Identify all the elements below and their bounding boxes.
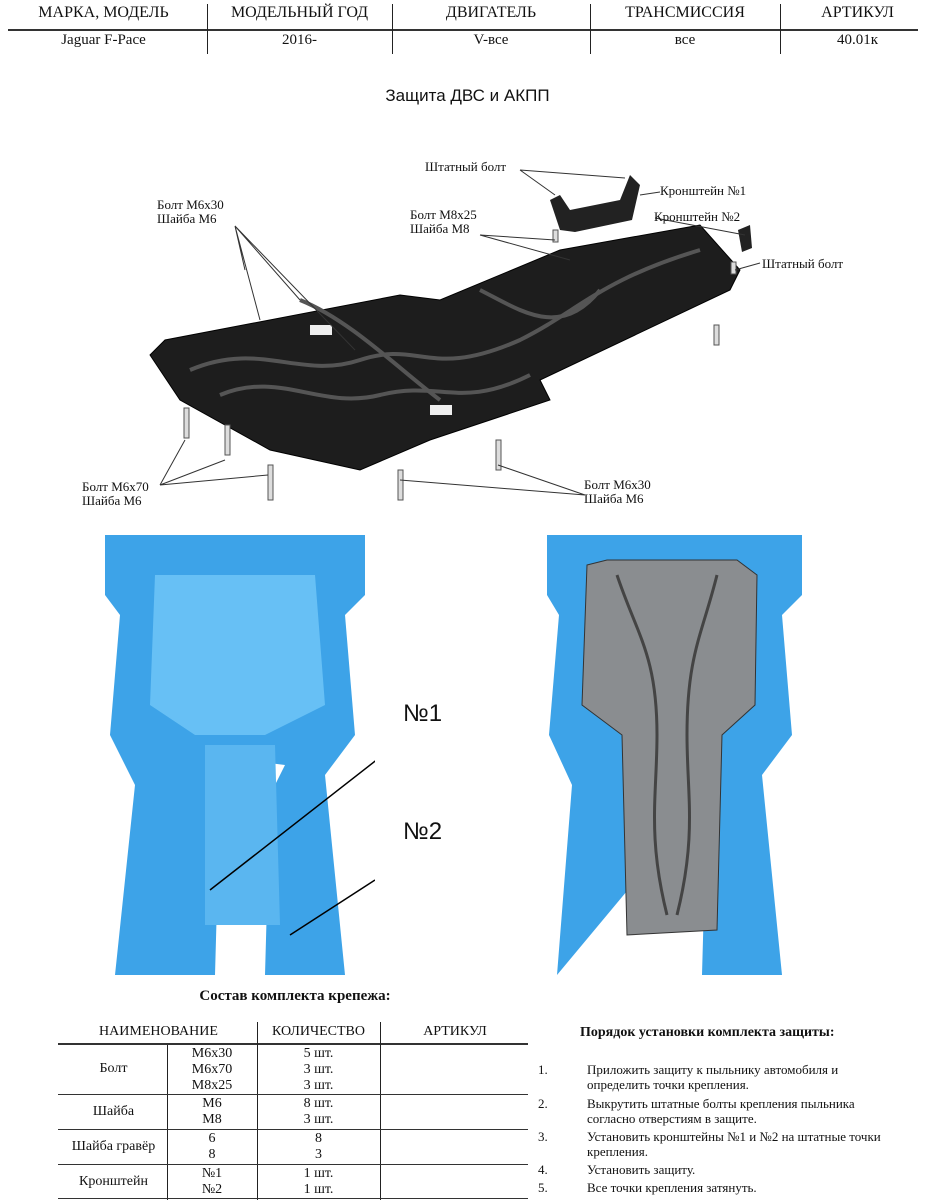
header-name: НАИМЕНОВАНИЕ (99, 1024, 218, 1039)
label-bolt-m6x30: Болт М6х30 (584, 477, 651, 492)
row-qty: 8 шт. (303, 1096, 334, 1111)
header-make-model: МАРКА, МОДЕЛЬ (38, 4, 169, 21)
label-bracket-2-marker: №2 (403, 818, 443, 845)
header-engine: ДВИГАТЕЛЬ (445, 4, 537, 21)
divider (780, 4, 781, 54)
install-title: Порядок установки комплекта защиты: (580, 1025, 835, 1040)
header-article: АРТИКУЛ (821, 4, 894, 21)
label-washer-m6: Шайба М6 (584, 491, 644, 506)
step-number: 4. (538, 1162, 548, 1177)
row-qty: 3 шт. (303, 1062, 334, 1077)
row-qty: 8 (315, 1131, 322, 1146)
row-size: №2 (201, 1182, 223, 1197)
label-washer-m8: Шайба М8 (410, 221, 470, 236)
row-name: Болт (99, 1061, 128, 1076)
header-model-year: МОДЕЛЬНЫЙ ГОД (230, 4, 369, 21)
page-title: Защита ДВС и АКПП (385, 86, 550, 105)
label-bracket-1: Кронштейн №1 (660, 183, 747, 198)
divider (58, 1094, 528, 1095)
row-name: Шайба гравёр (71, 1139, 156, 1154)
row-qty: 1 шт. (303, 1182, 334, 1197)
row-qty: 3 шт. (303, 1078, 334, 1093)
value-transmission: все (674, 32, 696, 48)
step-number: 1. (538, 1062, 548, 1077)
divider (257, 1022, 258, 1200)
step-text: Приложить защиту к пыльнику автомобиля и… (587, 1062, 839, 1092)
row-name: Шайба (92, 1104, 135, 1119)
exploded-diagram (149, 169, 761, 501)
row-size: 8 (208, 1147, 216, 1162)
row-qty: 5 шт. (303, 1046, 334, 1061)
vehicle-underbody-image-installed (547, 535, 802, 975)
label-stock-bolt: Штатный болт (762, 256, 844, 271)
row-qty: 3 шт. (303, 1112, 334, 1127)
label-washer-m6: Шайба М6 (157, 211, 217, 226)
value-engine: V-все (473, 32, 509, 48)
row-size: 6 (208, 1131, 216, 1146)
row-size: М6 (202, 1096, 222, 1111)
row-qty: 1 шт. (303, 1166, 334, 1181)
header-transmission: ТРАНСМИССИЯ (625, 4, 745, 21)
divider (380, 1022, 381, 1200)
label-bracket-2: Кронштейн №2 (654, 209, 741, 224)
divider (58, 1198, 528, 1199)
row-size: №1 (201, 1166, 223, 1181)
row-size: М8 (202, 1112, 222, 1127)
step-text: Все точки крепления затянуть. (587, 1180, 757, 1195)
divider (8, 29, 918, 31)
step-number: 2. (538, 1096, 548, 1111)
value-article: 40.01к (836, 32, 879, 48)
value-make-model: Jaguar F-Pace (61, 32, 146, 48)
step-text: Выкрутить штатные болты крепления пыльни… (587, 1096, 855, 1126)
row-name: Кронштейн (79, 1174, 148, 1189)
label-bolt-m6x30: Болт М6х30 (157, 197, 224, 212)
step-text: Установить защиту. (587, 1162, 696, 1177)
divider (58, 1129, 528, 1130)
divider (167, 1045, 168, 1200)
row-size: М6х70 (191, 1062, 233, 1077)
row-qty: 3 (315, 1147, 322, 1162)
step-number: 3. (538, 1129, 548, 1144)
divider (58, 1164, 528, 1165)
header-quantity: КОЛИЧЕСТВО (272, 1024, 365, 1039)
label-stock-bolt: Штатный болт (425, 159, 507, 174)
skid-plate-drawing (149, 175, 752, 471)
divider (392, 4, 393, 54)
fasteners-title: Состав комплекта крепежа: (199, 988, 391, 1004)
step-text: Установить кронштейны №1 и №2 на штатные… (587, 1129, 881, 1159)
label-bolt-m8x25: Болт М8х25 (410, 207, 477, 222)
vehicle-underbody-image-brackets (95, 535, 375, 975)
fasteners-drawing (183, 229, 737, 501)
value-model-year: 2016- (282, 32, 317, 48)
label-bolt-m6x70: Болт М6х70 (82, 479, 149, 494)
row-size: М6х30 (191, 1046, 233, 1061)
label-bracket-1-marker: №1 (403, 700, 443, 727)
row-size: М8х25 (191, 1078, 233, 1093)
step-number: 5. (538, 1180, 548, 1195)
header-article: АРТИКУЛ (423, 1024, 487, 1039)
divider (58, 1043, 528, 1045)
label-washer-m6: Шайба М6 (82, 493, 142, 508)
divider (590, 4, 591, 54)
divider (207, 4, 208, 54)
